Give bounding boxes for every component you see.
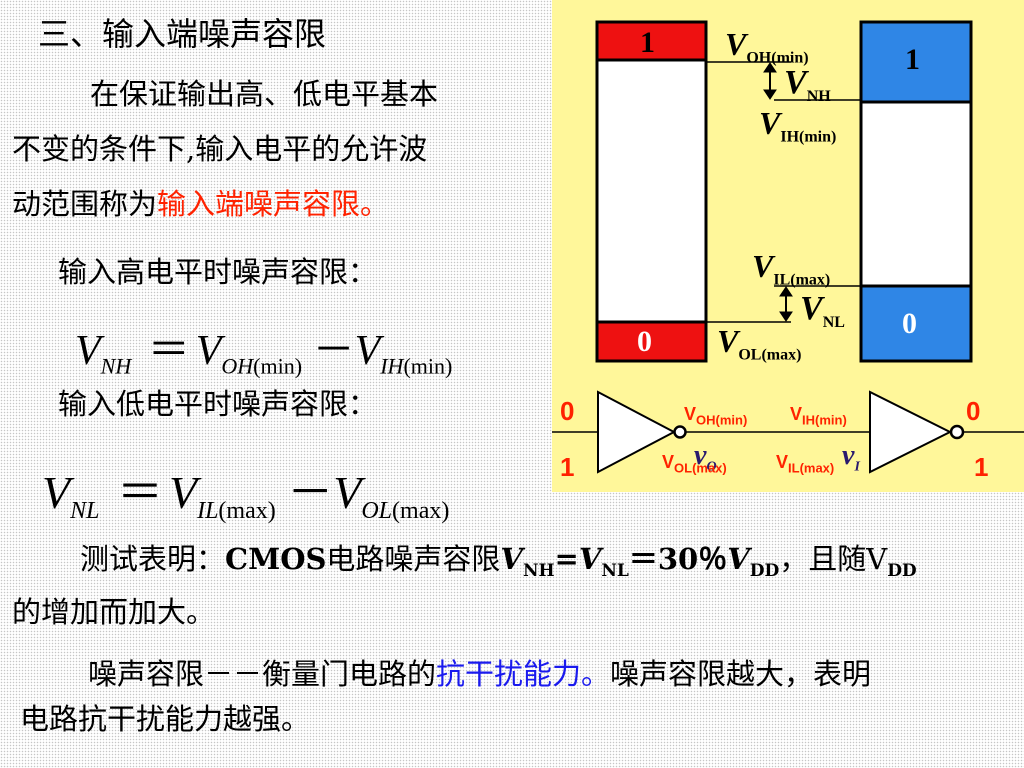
- high-level-label: 输入高电平时噪声容限：: [58, 255, 378, 289]
- highlight-term: 输入端噪声容限。: [157, 187, 390, 221]
- section-heading: 三、输入端噪声容限: [38, 15, 327, 53]
- vnh-label: VNH: [784, 64, 831, 105]
- formula-vnh: VNH ＝VOH(min) －VIH(min): [75, 328, 453, 379]
- conclusion-line2: 电路抗干扰能力越强。: [20, 702, 311, 736]
- noise-margin-diagram: [552, 20, 1024, 474]
- input-low-band: [859, 284, 973, 363]
- vnh-arrow: [763, 62, 777, 100]
- test-result-line2: 的增加而加大。: [12, 595, 216, 629]
- inverter-1-bubble: [673, 425, 687, 439]
- intro-paragraph-line3: 动范围称为输入端噪声容限。: [12, 187, 390, 221]
- output-level-bar: [595, 20, 708, 363]
- gate-vol-max-label: VOL(max): [662, 452, 727, 476]
- intro-paragraph-line2: 不变的条件下,输入电平的允许波: [12, 132, 428, 166]
- output-low-band: [595, 320, 708, 363]
- output-high-band: [595, 20, 708, 62]
- vil-max-label: VIL(max): [752, 248, 831, 289]
- vih-min-label: VIH(min): [759, 105, 837, 146]
- right-high-digit: 1: [905, 43, 920, 76]
- gate-voh-min-label: VOH(min): [684, 404, 748, 428]
- gate-vil-max-label: VIL(max): [776, 452, 835, 476]
- left-high-digit: 1: [640, 26, 655, 59]
- input-bit-bottom: 1: [560, 452, 575, 482]
- inverter-1: [597, 390, 677, 474]
- diagram-panel: 1 0 1 0 VOH(min) VNH VIH(min) VIL(max) V…: [552, 0, 1024, 492]
- output-bit-bottom: 1: [974, 452, 989, 482]
- vnl-arrow: [779, 286, 793, 322]
- vol-max-label: VOL(max): [717, 323, 802, 364]
- intro-paragraph-line1: 在保证输出高、低电平基本: [90, 77, 439, 111]
- output-bit-top: 0: [966, 396, 981, 426]
- highlight-ability: 抗干扰能力。: [436, 657, 611, 691]
- left-low-digit: 0: [637, 325, 652, 358]
- input-high-band: [859, 20, 973, 104]
- voh-min-label: VOH(min): [725, 26, 809, 67]
- vi-label: vI: [842, 440, 860, 475]
- gate-vih-min-label: VIH(min): [790, 404, 847, 428]
- vo-label: vO: [694, 440, 717, 475]
- conclusion-line1: 噪声容限－－衡量门电路的抗干扰能力。噪声容限越大，表明: [88, 657, 872, 691]
- inverter-2-bubble: [949, 424, 965, 440]
- test-result-line1: 测试表明：CMOS电路噪声容限VNH=VNL＝30％VDD，且随VDD: [80, 542, 917, 581]
- input-bit-top: 0: [560, 396, 575, 426]
- formula-vnl: VNL ＝VIL(max) －VOL(max): [42, 467, 450, 525]
- right-low-digit: 0: [902, 307, 917, 340]
- inverter-2: [869, 390, 953, 474]
- low-level-label: 输入低电平时噪声容限：: [58, 387, 378, 421]
- vnl-label: VNL: [800, 290, 845, 331]
